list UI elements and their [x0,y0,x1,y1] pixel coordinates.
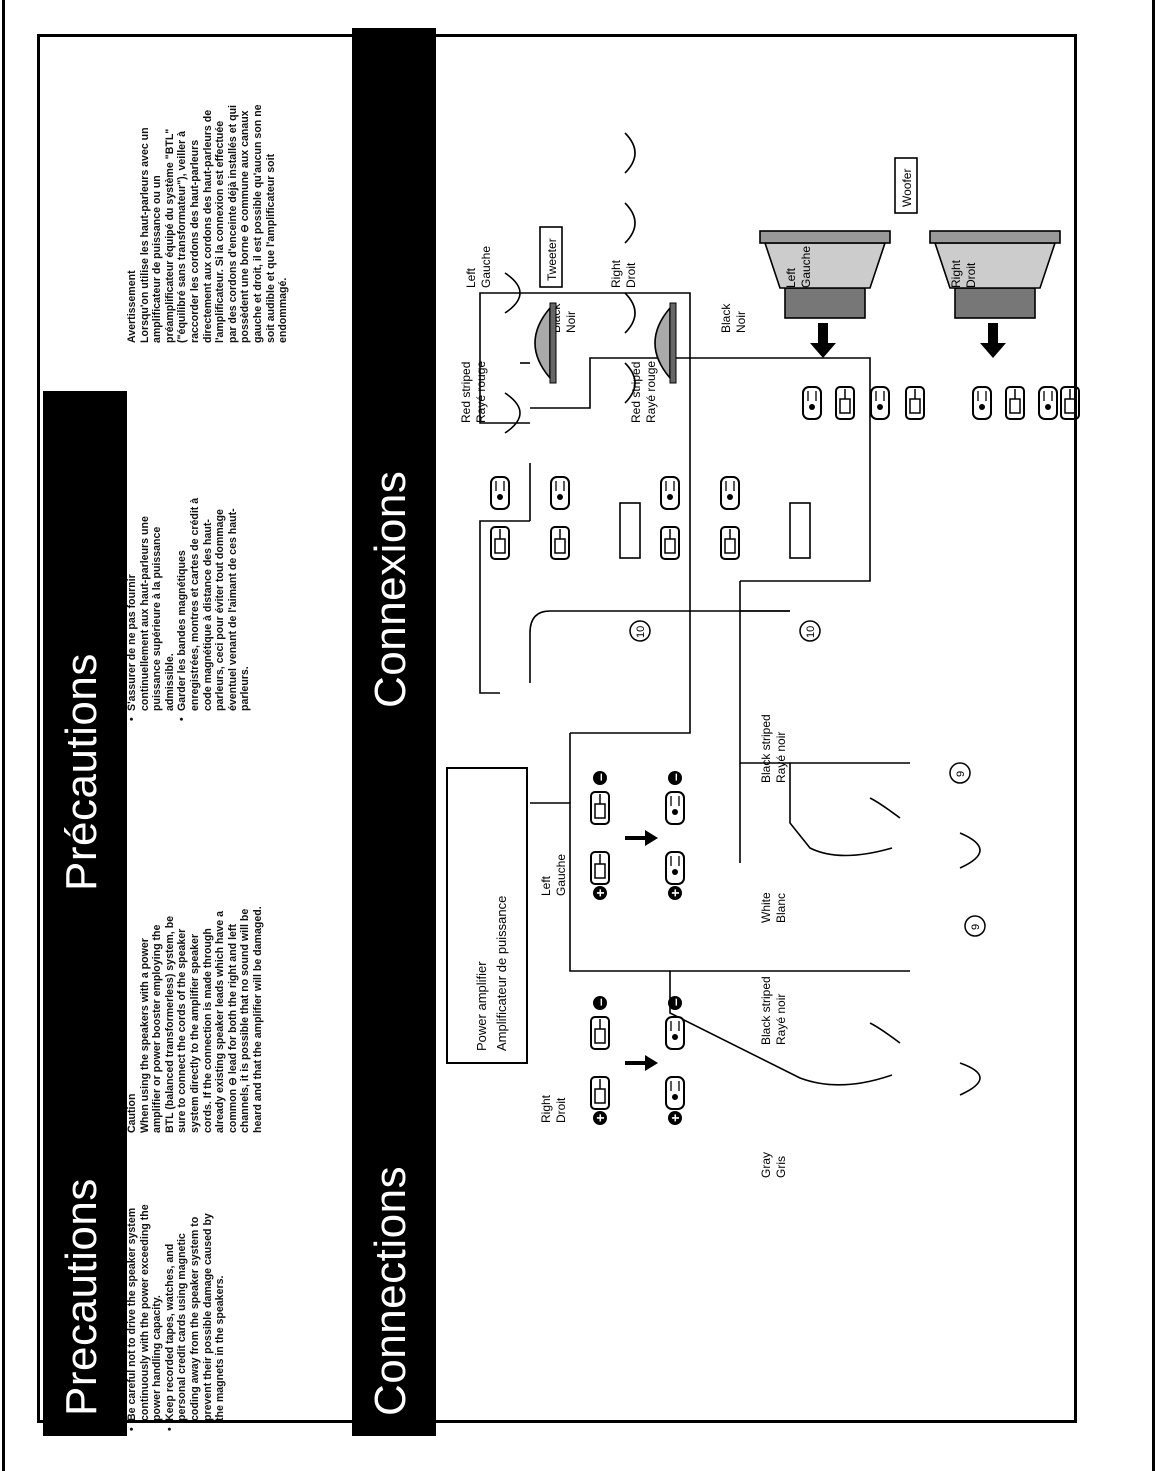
woofer-right-en: Right [949,259,963,288]
amp-right-connectors [590,1016,685,1110]
arrow-to-woofer-left [810,323,836,358]
red-striped-label-en: Red striped [459,362,473,423]
wiring [479,132,981,1096]
gray-label-en: Gray [759,1152,773,1178]
connections-title-fr: Connexions [366,470,415,708]
caution-en-text: When using the speakers with a power amp… [138,906,264,1133]
amp-title-fr: Amplificateur de puissance [494,896,509,1051]
amp-right-en: Right [539,1094,553,1123]
svg-text:+: + [667,889,683,897]
tweeter-right [654,302,677,384]
bottom-rule [1152,0,1155,1471]
svg-text:–: – [592,998,608,1006]
connect-arrow-head [645,830,658,846]
black-striped-label-fr: Rayé noir [774,732,788,783]
connection-diagram: Power amplifier Amplificateur de puissan… [446,132,1080,1178]
black-striped-label-en: Black striped [759,976,773,1045]
connections-header-bar: Connections Connexions [352,28,436,1436]
svg-text:10: 10 [635,626,647,638]
precautions-title-en: Precautions [57,1178,106,1416]
black-striped-label-en: Black striped [759,714,773,783]
caution-fr-title: Avertissement [126,270,138,343]
svg-text:+: + [592,1114,608,1122]
red-striped-label-fr: Rayé rouge [474,361,488,423]
tweeter-left-fr: Gauche [479,246,493,288]
red-striped-label-fr: Rayé rouge [644,361,658,423]
tweeter-filter-left [619,502,641,559]
woofer-right [929,230,1061,319]
connections-title-en: Connections [366,1165,415,1416]
svg-text:–: – [667,773,683,781]
tweeter-right-fr: Droit [624,262,638,288]
tweeter-left-en: Left [464,267,478,288]
caution-fr-column: Avertissement Lorsqu'on utilise les haut… [126,103,290,343]
precaution-en-item: Keep recorded tapes, watches, and person… [164,1201,227,1421]
svg-text:–: – [667,998,683,1006]
power-amplifier-box [446,767,528,1064]
white-label-en: White [759,892,773,923]
amp-left-en: Left [539,875,553,896]
amp-left-fr: Gauche [554,854,568,896]
caution-fr-text: Lorsqu'on utilise les haut-parleurs avec… [138,104,290,343]
connect-arrow-head [645,1055,658,1071]
amp-title-en: Power amplifier [474,961,489,1051]
precautions-en-column: Be careful not to drive the speaker syst… [126,1201,227,1431]
amp-right-fr: Droit [554,1097,568,1123]
black-label-fr: Noir [734,311,748,333]
top-rule [2,0,5,1471]
gray-label-fr: Gris [774,1156,788,1178]
black-label-fr: Noir [564,311,578,333]
svg-text:9: 9 [955,771,967,777]
amp-left-connectors [590,791,685,885]
tweeter-left [534,302,557,384]
woofer-right-fr: Droit [964,262,978,288]
red-striped-label-en: Red striped [629,362,643,423]
precaution-fr-item: S'assurer de ne pas fournir continuellem… [126,491,176,711]
black-striped-label-fr: Rayé noir [774,994,788,1045]
woofer-left-en: Left [784,267,798,288]
svg-text:10: 10 [805,626,817,638]
precautions-header-bar: Precautions Précautions [43,391,127,1436]
svg-text:–: – [592,773,608,781]
precaution-en-item: Be careful not to drive the speaker syst… [126,1201,164,1421]
black-label-en: Black [719,303,733,333]
precaution-fr-item: Garder les bandes magnétiques enregistré… [176,491,252,711]
amp-polarity: + – + – + – + – [592,771,683,1125]
tweeter-label: Tweeter [545,238,559,281]
tweeter-connectors [490,476,740,560]
svg-text:9: 9 [970,924,982,930]
tweeter-filter-right [789,502,811,559]
woofer-left-fr: Gauche [799,246,813,288]
caution-en-title: Caution [126,1093,138,1133]
precautions-fr-column: S'assurer de ne pas fournir continuellem… [126,491,252,721]
woofer-label: Woofer [900,169,914,207]
tweeter-label-box [539,226,563,288]
precautions-title-fr: Précautions [57,653,106,891]
svg-text:+: + [667,1114,683,1122]
white-label-fr: Blanc [774,893,788,923]
caution-en-column: Caution When using the speakers with a p… [126,903,265,1133]
woofer-left [759,230,891,319]
callouts: 9 9 10 10 [629,620,986,937]
arrow-to-woofer-right [980,323,1006,358]
tweeter-right-en: Right [609,259,623,288]
svg-text:+: + [592,889,608,897]
woofer-connectors [802,386,1080,420]
woofer-label-box [894,157,918,214]
